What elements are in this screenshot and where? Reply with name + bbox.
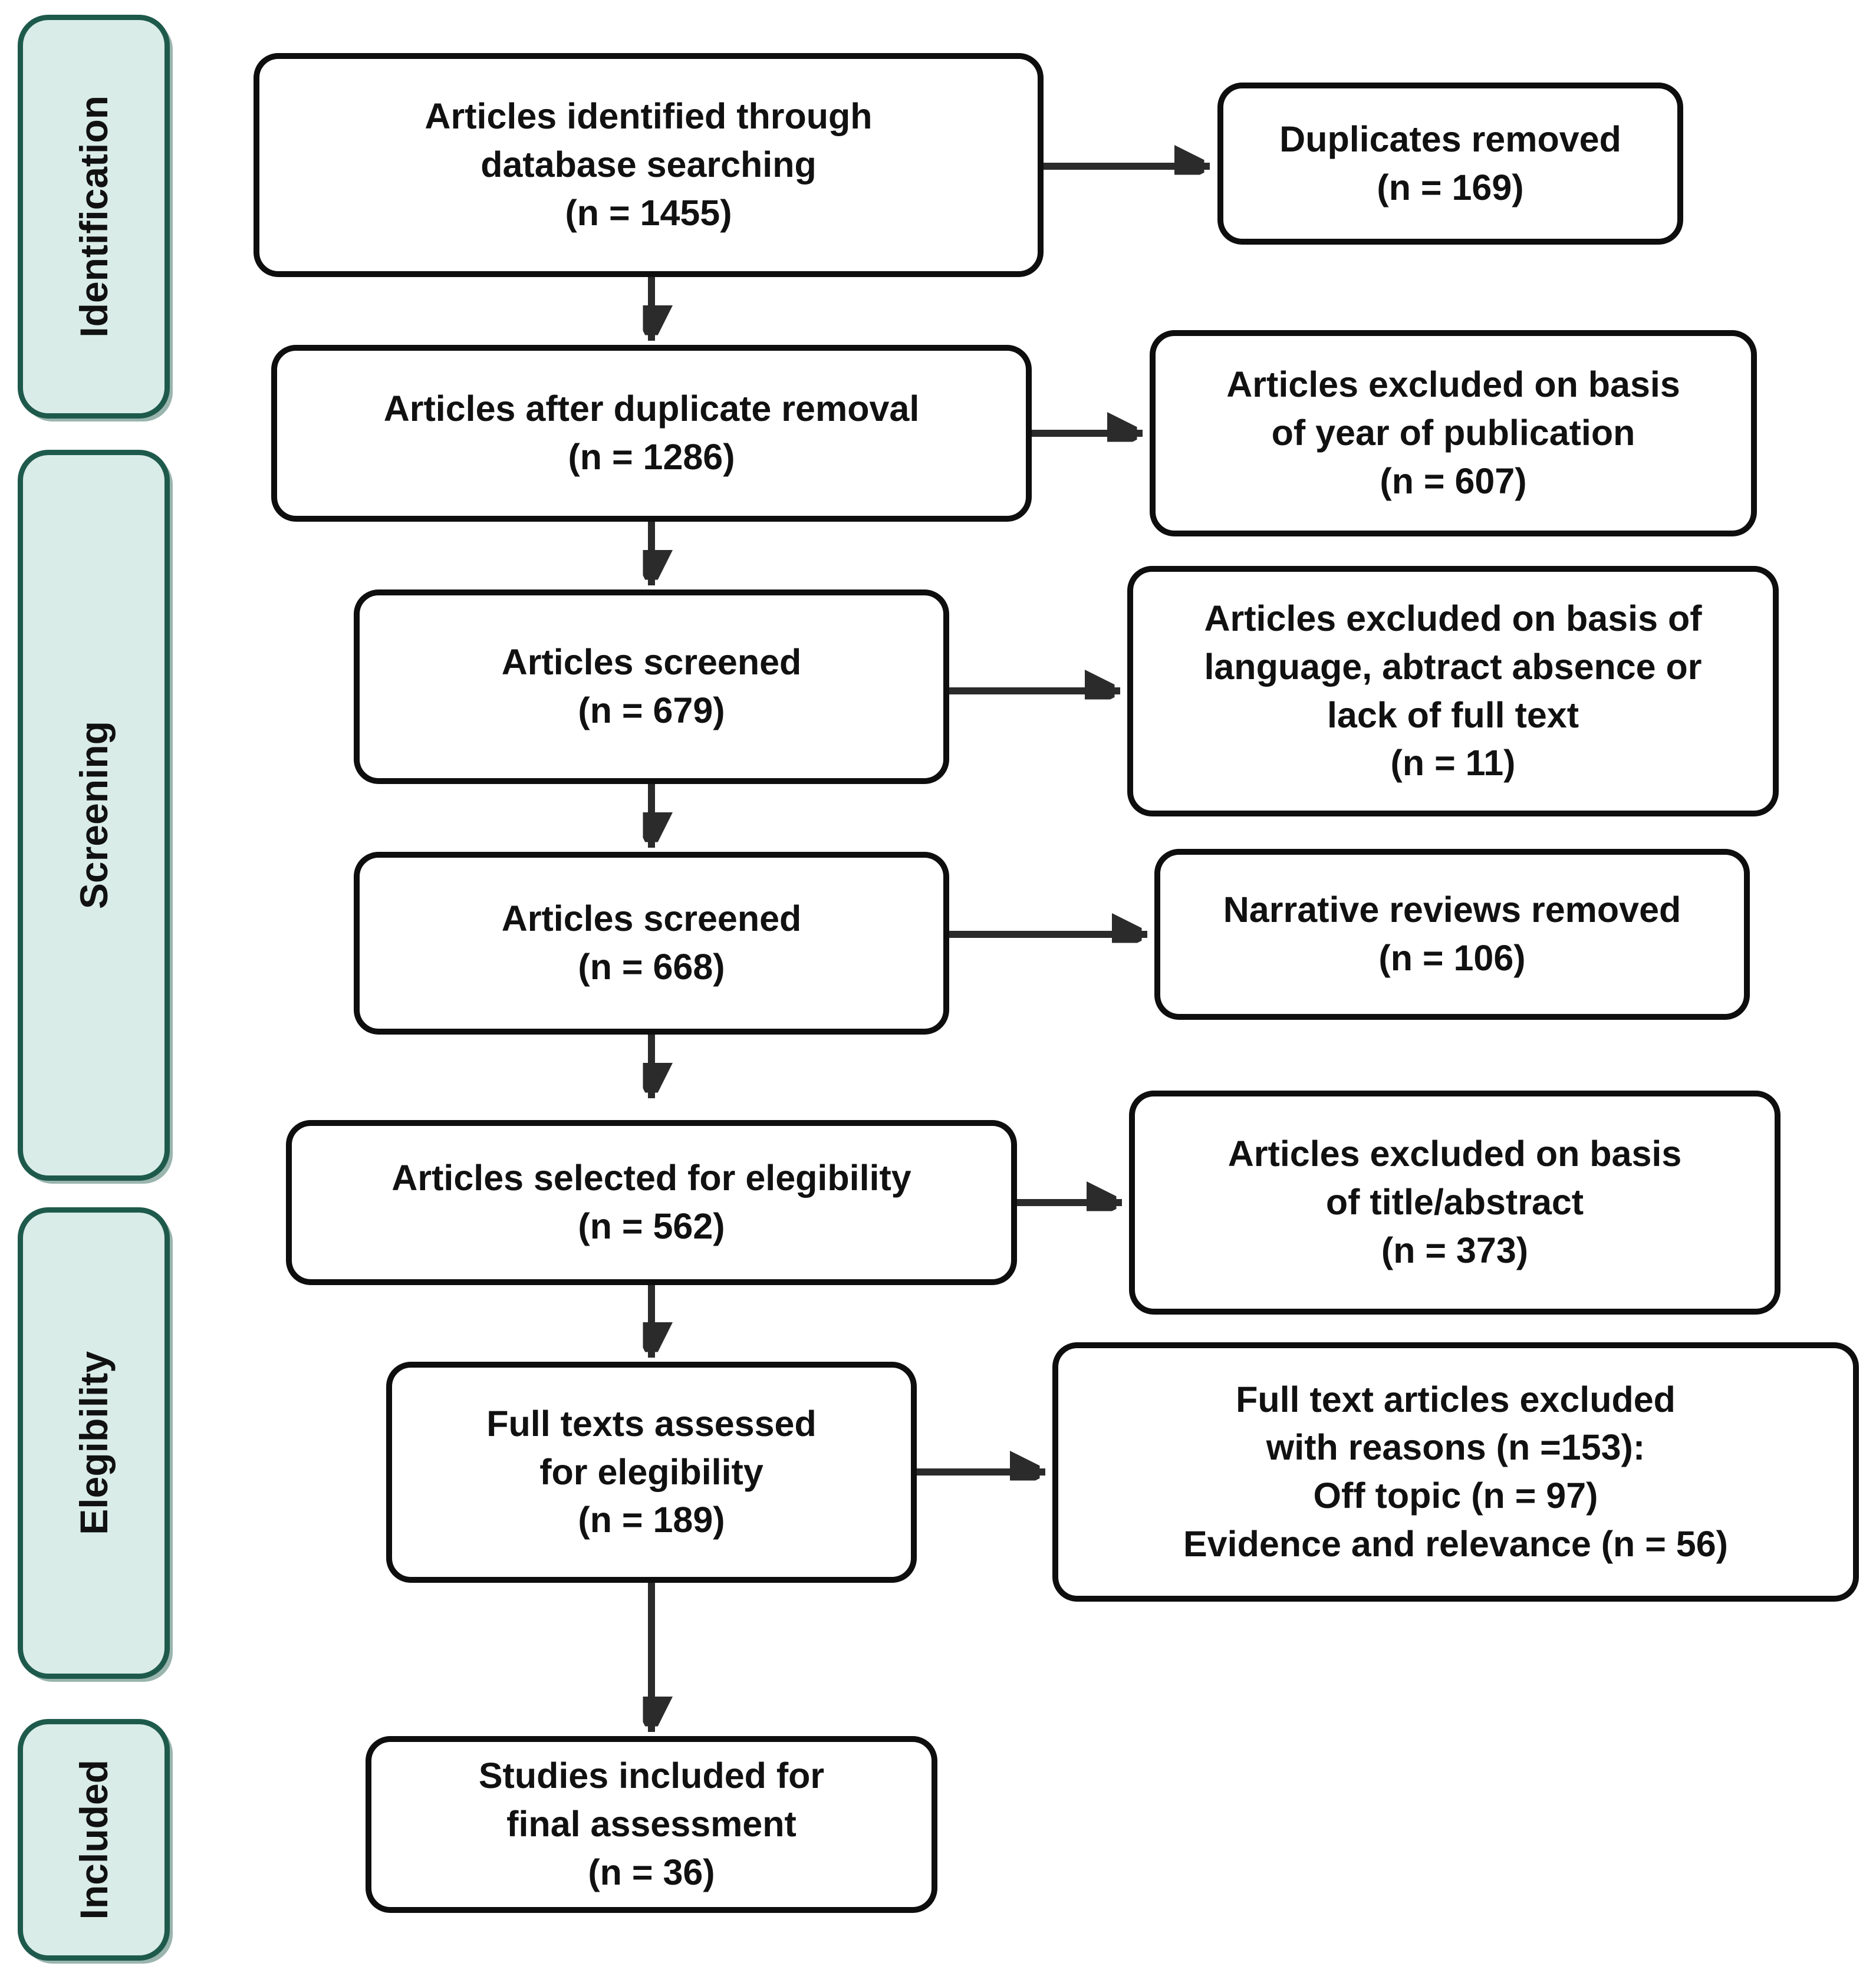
box-text: Articles selected for elegibility (n = 5… bbox=[391, 1158, 911, 1246]
box-text: Narrative reviews removed (n = 106) bbox=[1223, 890, 1681, 978]
stage-label-text: Included bbox=[72, 1760, 116, 1920]
stage-label-text: Identification bbox=[72, 95, 116, 338]
exclusion-box-year-of-publication: Articles excluded on basis of year of pu… bbox=[1150, 330, 1757, 536]
flow-box-after-duplicate-removal: Articles after duplicate removal (n = 12… bbox=[271, 345, 1032, 522]
flow-box-articles-identified: Articles identified through database sea… bbox=[254, 53, 1044, 277]
exclusion-box-title-abstract: Articles excluded on basis of title/abst… bbox=[1129, 1091, 1780, 1315]
box-text: Articles excluded on basis of year of pu… bbox=[1226, 364, 1680, 501]
stage-label-text: Elegibility bbox=[72, 1351, 116, 1535]
stage-label-identification: Identification bbox=[18, 15, 170, 419]
box-text: Duplicates removed (n = 169) bbox=[1279, 118, 1621, 208]
box-text: Articles after duplicate removal (n = 12… bbox=[383, 388, 920, 477]
stage-label-screening: Screening bbox=[18, 450, 170, 1181]
stage-label-elegibility: Elegibility bbox=[18, 1207, 170, 1679]
exclusion-box-narrative-reviews: Narrative reviews removed (n = 106) bbox=[1154, 849, 1750, 1020]
box-text: Full text articles excluded with reasons… bbox=[1183, 1379, 1728, 1564]
flow-box-full-texts-assessed: Full texts assessed for elegibility (n =… bbox=[386, 1362, 917, 1583]
exclusion-box-fulltext-with-reasons: Full text articles excluded with reasons… bbox=[1052, 1342, 1859, 1602]
box-text: Articles identified through database sea… bbox=[424, 96, 873, 233]
box-text: Articles screened (n = 668) bbox=[501, 898, 802, 987]
flow-box-articles-screened-679: Articles screened (n = 679) bbox=[354, 589, 949, 784]
stage-label-text: Screening bbox=[72, 721, 116, 910]
box-text: Articles screened (n = 679) bbox=[501, 642, 802, 730]
box-text: Studies included for final assessment (n… bbox=[478, 1756, 825, 1892]
box-text: Full texts assessed for elegibility (n =… bbox=[486, 1403, 817, 1540]
flow-box-selected-for-elegibility: Articles selected for elegibility (n = 5… bbox=[286, 1120, 1017, 1285]
flow-box-articles-screened-668: Articles screened (n = 668) bbox=[354, 852, 949, 1035]
box-text: Articles excluded on basis of title/abst… bbox=[1227, 1134, 1682, 1270]
box-text: Articles excluded on basis of language, … bbox=[1204, 598, 1702, 783]
stage-label-included: Included bbox=[18, 1719, 170, 1961]
exclusion-box-language-abstract-fulltext: Articles excluded on basis of language, … bbox=[1127, 566, 1779, 816]
flow-box-studies-included: Studies included for final assessment (n… bbox=[366, 1736, 937, 1913]
exclusion-box-duplicates-removed: Duplicates removed (n = 169) bbox=[1217, 83, 1683, 245]
